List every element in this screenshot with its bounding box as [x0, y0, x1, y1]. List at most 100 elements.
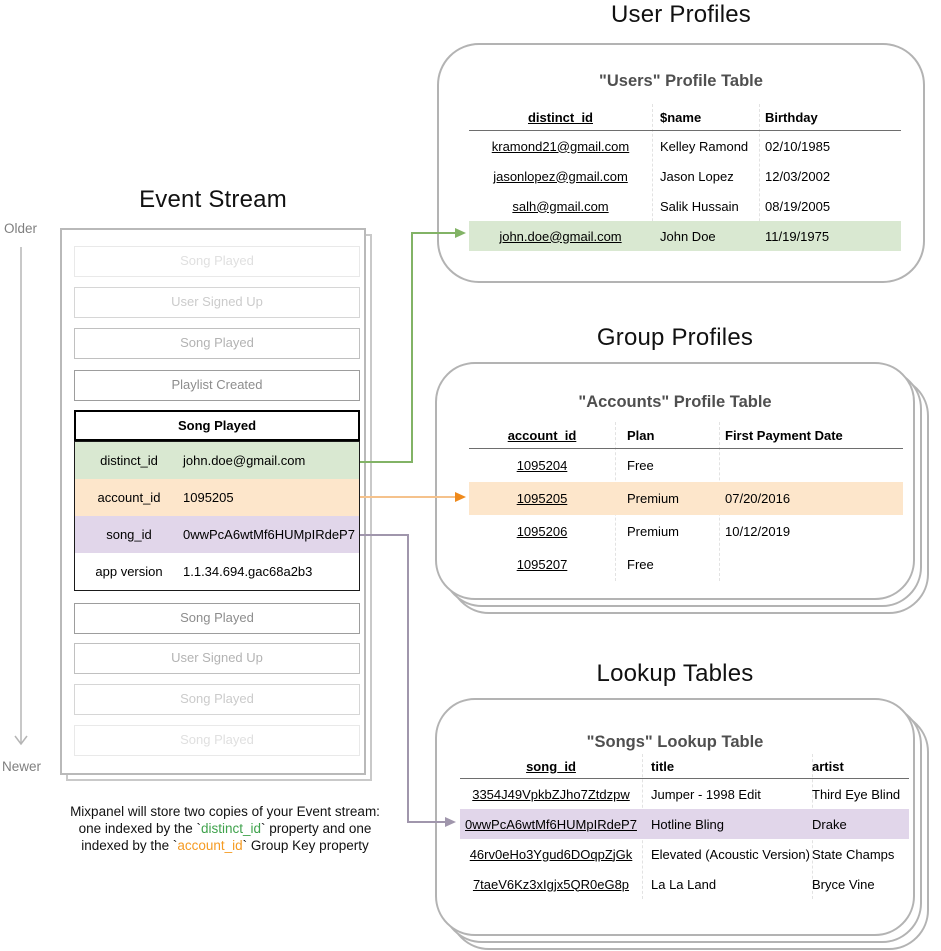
- cell-artist: Third Eye Blind: [812, 786, 901, 802]
- column-header-birthday: Birthday: [765, 109, 818, 125]
- cell-birthday: 08/19/2005: [765, 198, 831, 214]
- property-row-account-id: account_id 1095205: [75, 479, 359, 516]
- property-key: distinct_id: [100, 453, 158, 468]
- cell-plan: Free: [627, 458, 654, 473]
- table-header-row: distinct_id $name Birthday: [469, 104, 901, 131]
- event-item: User Signed Up: [74, 643, 360, 674]
- property-key: account_id: [97, 490, 161, 505]
- property-row-song-id: song_id 0wwPcA6wtMf6HUMpIRdeP7: [75, 516, 359, 553]
- cell-birthday: 02/10/1985: [765, 138, 831, 154]
- songs-table-title: "Songs" Lookup Table: [586, 733, 764, 751]
- column-divider: [759, 104, 760, 251]
- property-row-distinct-id: distinct_id john.doe@gmail.com: [75, 442, 359, 479]
- cell-song-id: 7taeV6Kz3xIgjx5QR0eG8p: [472, 876, 630, 892]
- table-header-row: account_id Plan First Payment Date: [469, 422, 903, 449]
- property-value: john.doe@gmail.com: [183, 453, 306, 468]
- highlighted-row-hotline-bling: 0wwPcA6wtMf6HUMpIRdeP7 Hotline Bling Dra…: [460, 809, 909, 839]
- songs-table: song_id title artist 3354J49VpkbZJho7Ztd…: [460, 754, 909, 899]
- cell-account-id: 1095204: [516, 458, 568, 473]
- cell-plan: Premium: [627, 491, 680, 506]
- table-row: 1095204 Free: [469, 449, 903, 482]
- accounts-card: "Accounts" Profile Table account_id Plan…: [435, 362, 915, 600]
- cell-artist: State Champs: [812, 846, 895, 862]
- table-row: 7taeV6Kz3xIgjx5QR0eG8p La La Land Bryce …: [460, 869, 909, 899]
- user-profiles-title: User Profiles: [611, 1, 751, 28]
- column-header-song-id: song_id: [526, 758, 576, 774]
- column-header-name: $name: [660, 109, 702, 125]
- caption: Mixpanel will store two copies of your E…: [25, 803, 425, 854]
- table-row: jasonlopez@gmail.com Jason Lopez 12/03/2…: [469, 161, 901, 191]
- event-stream-title: Event Stream: [139, 186, 287, 213]
- caption-text: one indexed by the `: [78, 821, 201, 836]
- account-id-keyword: account_id: [177, 838, 243, 853]
- event-item: Song Played: [74, 246, 360, 277]
- caption-text: ` property and one: [261, 821, 372, 836]
- cell-name: Kelley Ramond: [660, 138, 749, 154]
- cell-distinct-id: salh@gmail.com: [512, 198, 609, 214]
- property-row-app-version: app version 1.1.34.694.gac68a2b3: [75, 553, 359, 590]
- older-label: Older: [4, 221, 38, 236]
- table-row: 1095207 Free: [469, 548, 903, 581]
- cell-song-title: Hotline Bling: [651, 816, 724, 832]
- cell-distinct-id: john.doe@gmail.com: [499, 228, 622, 244]
- lookup-tables-title: Lookup Tables: [596, 660, 754, 687]
- cell-song-id: 46rv0eHo3Ygud6DOqpZjGk: [469, 846, 633, 862]
- caption-text: ` Group Key property: [242, 838, 369, 853]
- users-card: "Users" Profile Table distinct_id $name …: [437, 43, 925, 283]
- cell-birthday: 11/19/1975: [765, 228, 830, 244]
- users-table-title: "Users" Profile Table: [599, 72, 763, 90]
- caption-text: indexed by the `: [81, 838, 178, 853]
- table-header-row: song_id title artist: [460, 754, 909, 779]
- newer-label: Newer: [2, 759, 42, 774]
- caption-text: Mixpanel will store two copies of your E…: [70, 804, 380, 819]
- cell-song-title: Jumper - 1998 Edit: [651, 786, 761, 802]
- cell-artist: Drake: [812, 816, 847, 832]
- event-item: Song Played: [74, 328, 360, 359]
- songs-card: "Songs" Lookup Table song_id title artis…: [435, 698, 915, 936]
- song-id-connector: [360, 534, 445, 823]
- property-value: 0wwPcA6wtMf6HUMpIRdeP7: [183, 527, 355, 542]
- cell-artist: Bryce Vine: [812, 876, 875, 892]
- column-header-account-id: account_id: [507, 427, 577, 443]
- cell-account-id: 1095207: [516, 557, 568, 572]
- event-item: Song Played: [74, 725, 360, 756]
- highlighted-row-1095205: 1095205 Premium 07/20/2016: [469, 482, 903, 515]
- users-table: distinct_id $name Birthday kramond21@gma…: [469, 104, 901, 251]
- cell-name: John Doe: [660, 228, 716, 244]
- column-header-first-payment-date: First Payment Date: [725, 427, 843, 443]
- table-row: 46rv0eHo3Ygud6DOqpZjGk Elevated (Acousti…: [460, 839, 909, 869]
- table-row: 1095206 Premium 10/12/2019: [469, 515, 903, 548]
- group-profiles-title: Group Profiles: [596, 324, 754, 351]
- cell-account-id: 1095206: [516, 524, 568, 539]
- column-header-distinct-id: distinct_id: [527, 109, 593, 125]
- cell-distinct-id: jasonlopez@gmail.com: [493, 168, 628, 184]
- caption-line-3: indexed by the `account_id` Group Key pr…: [25, 837, 425, 854]
- table-row: kramond21@gmail.com Kelley Ramond 02/10/…: [469, 131, 901, 161]
- column-header-plan: Plan: [627, 427, 655, 443]
- cell-name: Jason Lopez: [660, 168, 734, 184]
- cell-song-title: La La Land: [651, 876, 717, 892]
- property-key: song_id: [106, 527, 152, 542]
- caption-line-1: Mixpanel will store two copies of your E…: [25, 803, 425, 820]
- event-stream-panel: Song Played User Signed Up Song Played P…: [60, 228, 366, 775]
- cell-song-id: 3354J49VpkbZJho7Ztdzpw: [472, 786, 630, 802]
- cell-birthday: 12/03/2002: [765, 168, 831, 184]
- expanded-event-header: Song Played: [74, 410, 360, 441]
- caption-line-2: one indexed by the `distinct_id` propert…: [25, 820, 425, 837]
- highlighted-row-john-doe: john.doe@gmail.com John Doe 11/19/1975: [469, 221, 901, 251]
- property-value: 1095205: [183, 490, 234, 505]
- cell-first-payment-date: 10/12/2019: [725, 524, 791, 539]
- cell-song-id: 0wwPcA6wtMf6HUMpIRdeP7: [465, 816, 637, 832]
- cell-first-payment-date: 07/20/2016: [725, 491, 791, 506]
- cell-plan: Premium: [627, 524, 680, 539]
- cell-distinct-id: kramond21@gmail.com: [491, 138, 630, 154]
- expanded-event-properties: distinct_id john.doe@gmail.com account_i…: [74, 441, 360, 591]
- cell-account-id: 1095205: [516, 491, 568, 506]
- column-header-artist: artist: [812, 758, 844, 774]
- property-key: app version: [95, 564, 163, 579]
- table-row: 3354J49VpkbZJho7Ztdzpw Jumper - 1998 Edi…: [460, 779, 909, 809]
- event-item: Song Played: [74, 603, 360, 634]
- accounts-table-title: "Accounts" Profile Table: [578, 393, 772, 411]
- table-row: salh@gmail.com Salik Hussain 08/19/2005: [469, 191, 901, 221]
